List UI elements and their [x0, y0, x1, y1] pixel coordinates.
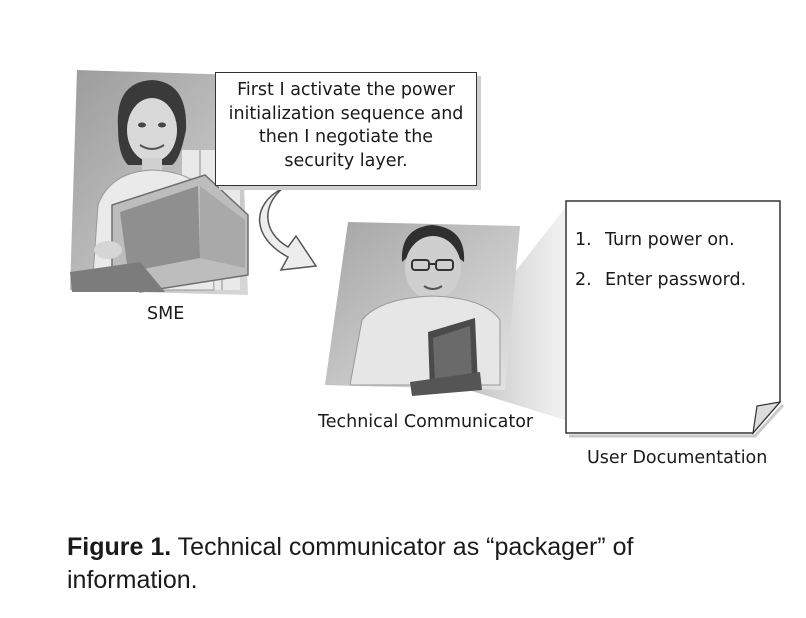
document-step-text: Enter password. [605, 270, 747, 290]
speech-line: initialization sequence and [228, 103, 464, 124]
document-step: 2. Enter password. [575, 270, 746, 290]
figure-caption-prefix: Figure 1. [67, 533, 172, 561]
figure-caption: Figure 1. Technical communicator as “pac… [67, 531, 767, 597]
speech-line: security layer. [284, 150, 408, 171]
speech-line: then I negotiate the [258, 127, 434, 147]
document-step-number: 1. [575, 230, 592, 250]
speech-line: First I activate the power [237, 80, 455, 100]
sme-label: SME [147, 304, 185, 324]
document-step-number: 2. [575, 270, 592, 290]
document-step: 1. Turn power on. [575, 230, 735, 250]
user-documentation-label: User Documentation [587, 448, 768, 468]
document-step-text: Turn power on. [605, 230, 735, 250]
technical-communicator-label: Technical Communicator [318, 412, 534, 432]
technical-communicator-illustration [325, 222, 520, 396]
user-documentation-page [565, 200, 785, 438]
figure-caption-text: Technical communicator as “packager” of … [67, 533, 634, 594]
sme-illustration [70, 70, 249, 295]
speech-bubble: First I activate the power initializatio… [215, 72, 477, 186]
curved-arrow [258, 187, 318, 271]
